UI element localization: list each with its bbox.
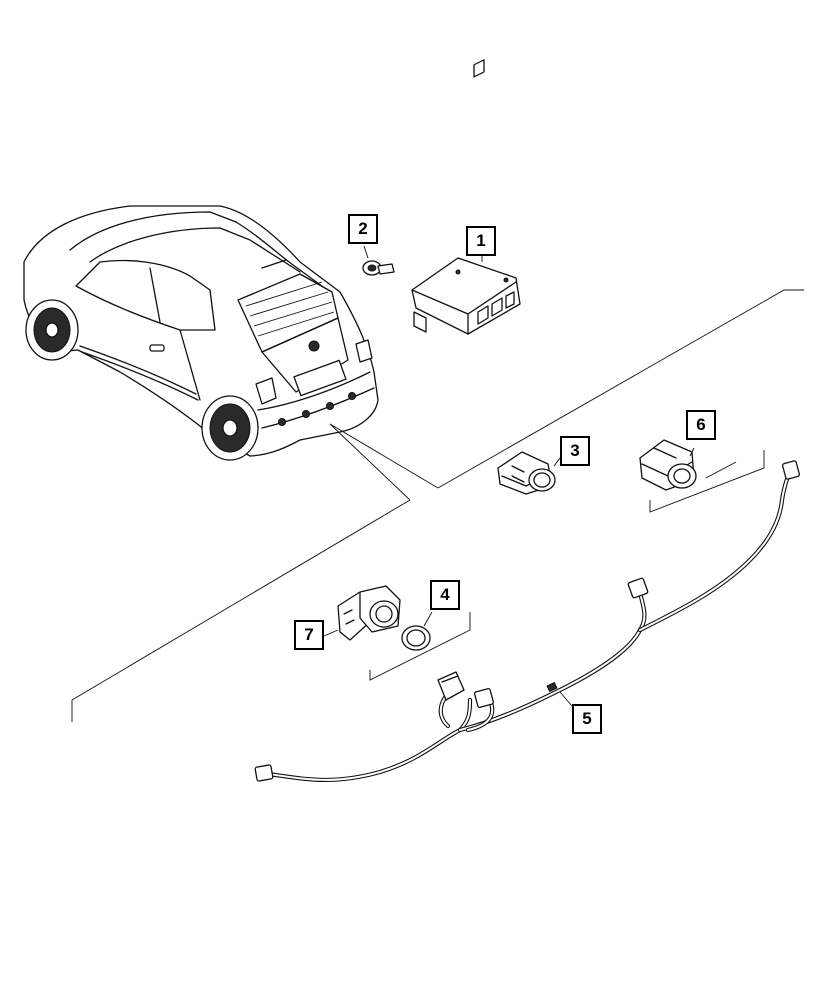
- wiring-harness: [254, 460, 801, 782]
- leader-3: [553, 457, 561, 467]
- leader-5: [559, 691, 573, 707]
- parking-sensor-6: [639, 439, 697, 491]
- callout-2: 2: [348, 214, 378, 244]
- callout-3: 3: [560, 436, 590, 466]
- leader-7: [323, 629, 339, 637]
- callout-1: 1: [466, 226, 496, 256]
- exploded-view-panel: [71, 289, 804, 722]
- park-assist-module: [411, 59, 521, 335]
- callout-5: 5: [572, 704, 602, 734]
- callout-4: 4: [430, 580, 460, 610]
- vehicle-illustration: [23, 205, 379, 461]
- leader-2: [363, 245, 369, 259]
- callout-6: 6: [686, 410, 716, 440]
- leader-4: [423, 611, 433, 627]
- bumper-leader-lines: [329, 423, 439, 501]
- bracket-lines: [369, 450, 765, 681]
- parking-sensor-3: [497, 451, 556, 495]
- rear-wheel: [201, 395, 259, 461]
- callout-7: 7: [294, 620, 324, 650]
- push-clip: [362, 260, 395, 276]
- leader-6: [689, 447, 695, 457]
- parking-sensor-7: [337, 585, 401, 641]
- sensor-gasket: [401, 625, 431, 651]
- front-wheel: [25, 299, 79, 361]
